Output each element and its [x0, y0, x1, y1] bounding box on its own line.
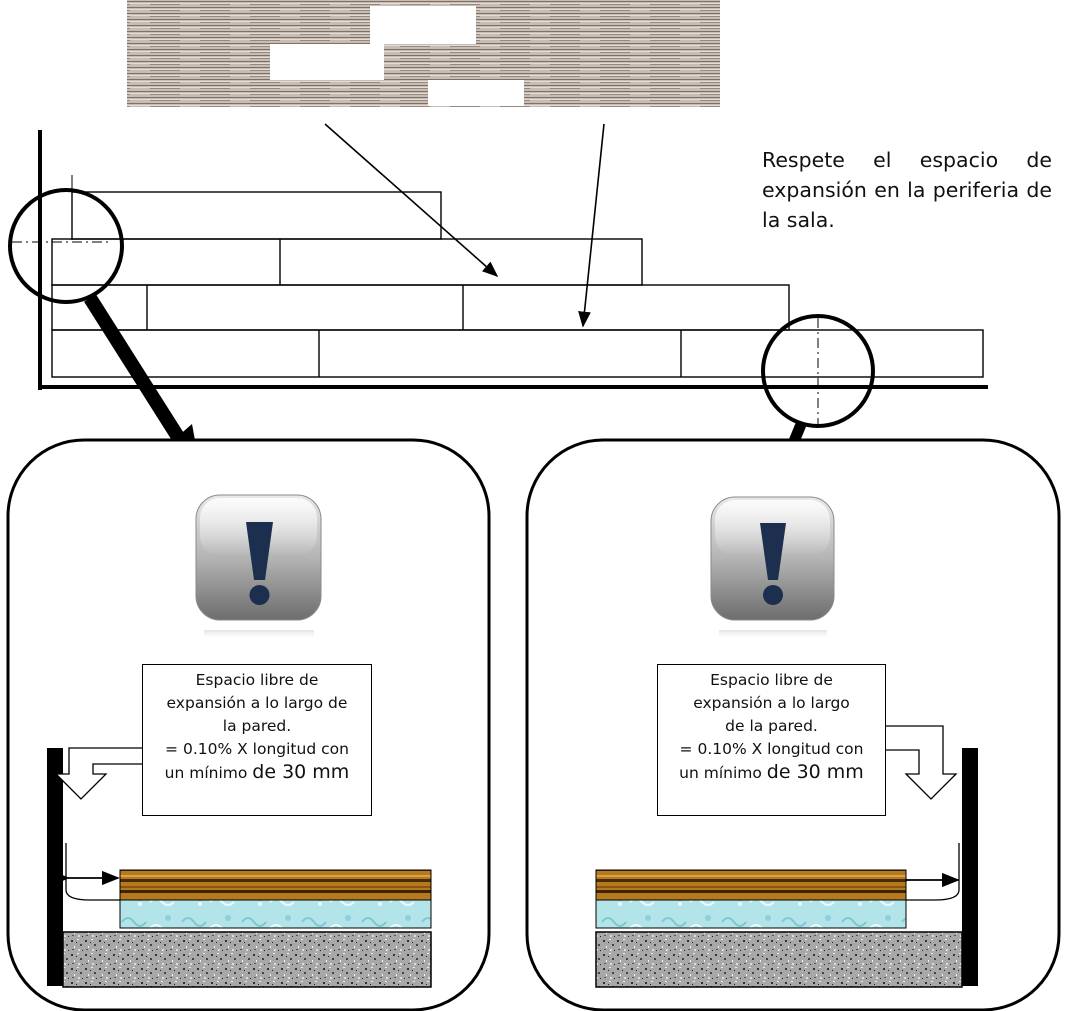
callout-line: = 0.10% X longitud con: [679, 740, 864, 758]
callout-line: expansión a lo largo: [693, 694, 850, 712]
concrete-subfloor: [595, 931, 963, 988]
concrete-subfloor: [62, 931, 432, 988]
wood-plank-layer: [595, 869, 907, 901]
warning-exclamation-icon: [710, 496, 835, 640]
callout-line: un mínimo de 30 mm: [662, 761, 881, 785]
callout-minimum: de 30 mm: [766, 761, 864, 783]
callout-text: un mínimo: [679, 764, 762, 782]
room-corner-walls: [38, 130, 988, 390]
plank-layout: [51, 191, 984, 378]
callout-arrow-left: [54, 747, 142, 800]
callout-minimum: de 30 mm: [252, 761, 350, 783]
warning-exclamation-icon: [195, 494, 322, 640]
callout-line: = 0.10% X longitud con: [165, 740, 349, 758]
wall-section: [962, 748, 978, 986]
underlay-layer: [119, 899, 432, 929]
callout-line: de la pared.: [725, 717, 818, 735]
wall-section: [47, 748, 63, 986]
underlay-layer: [595, 899, 907, 929]
callout-text: un mínimo: [164, 764, 248, 782]
callout-arrow-right: [886, 725, 958, 800]
wood-plank-layer: [119, 869, 432, 901]
expansion-gap-callout-right: Espacio libre de expansión a lo largo de…: [657, 664, 886, 816]
callout-line: expansión a lo largo de: [166, 694, 348, 712]
pointer-line-right: [578, 123, 605, 328]
pointer-line-left: [324, 123, 499, 278]
callout-line: la pared.: [222, 717, 292, 735]
callout-line: Espacio libre de: [195, 671, 319, 689]
expansion-instruction-text: Respete el espacio de expansión en la pe…: [762, 148, 1052, 232]
callout-line: Espacio libre de: [710, 671, 833, 689]
expansion-gap-callout-left: Espacio libre de expansión a lo largo de…: [142, 664, 372, 816]
stone-panel-sample: [127, 0, 720, 107]
callout-line: un mínimo de 30 mm: [147, 761, 367, 785]
